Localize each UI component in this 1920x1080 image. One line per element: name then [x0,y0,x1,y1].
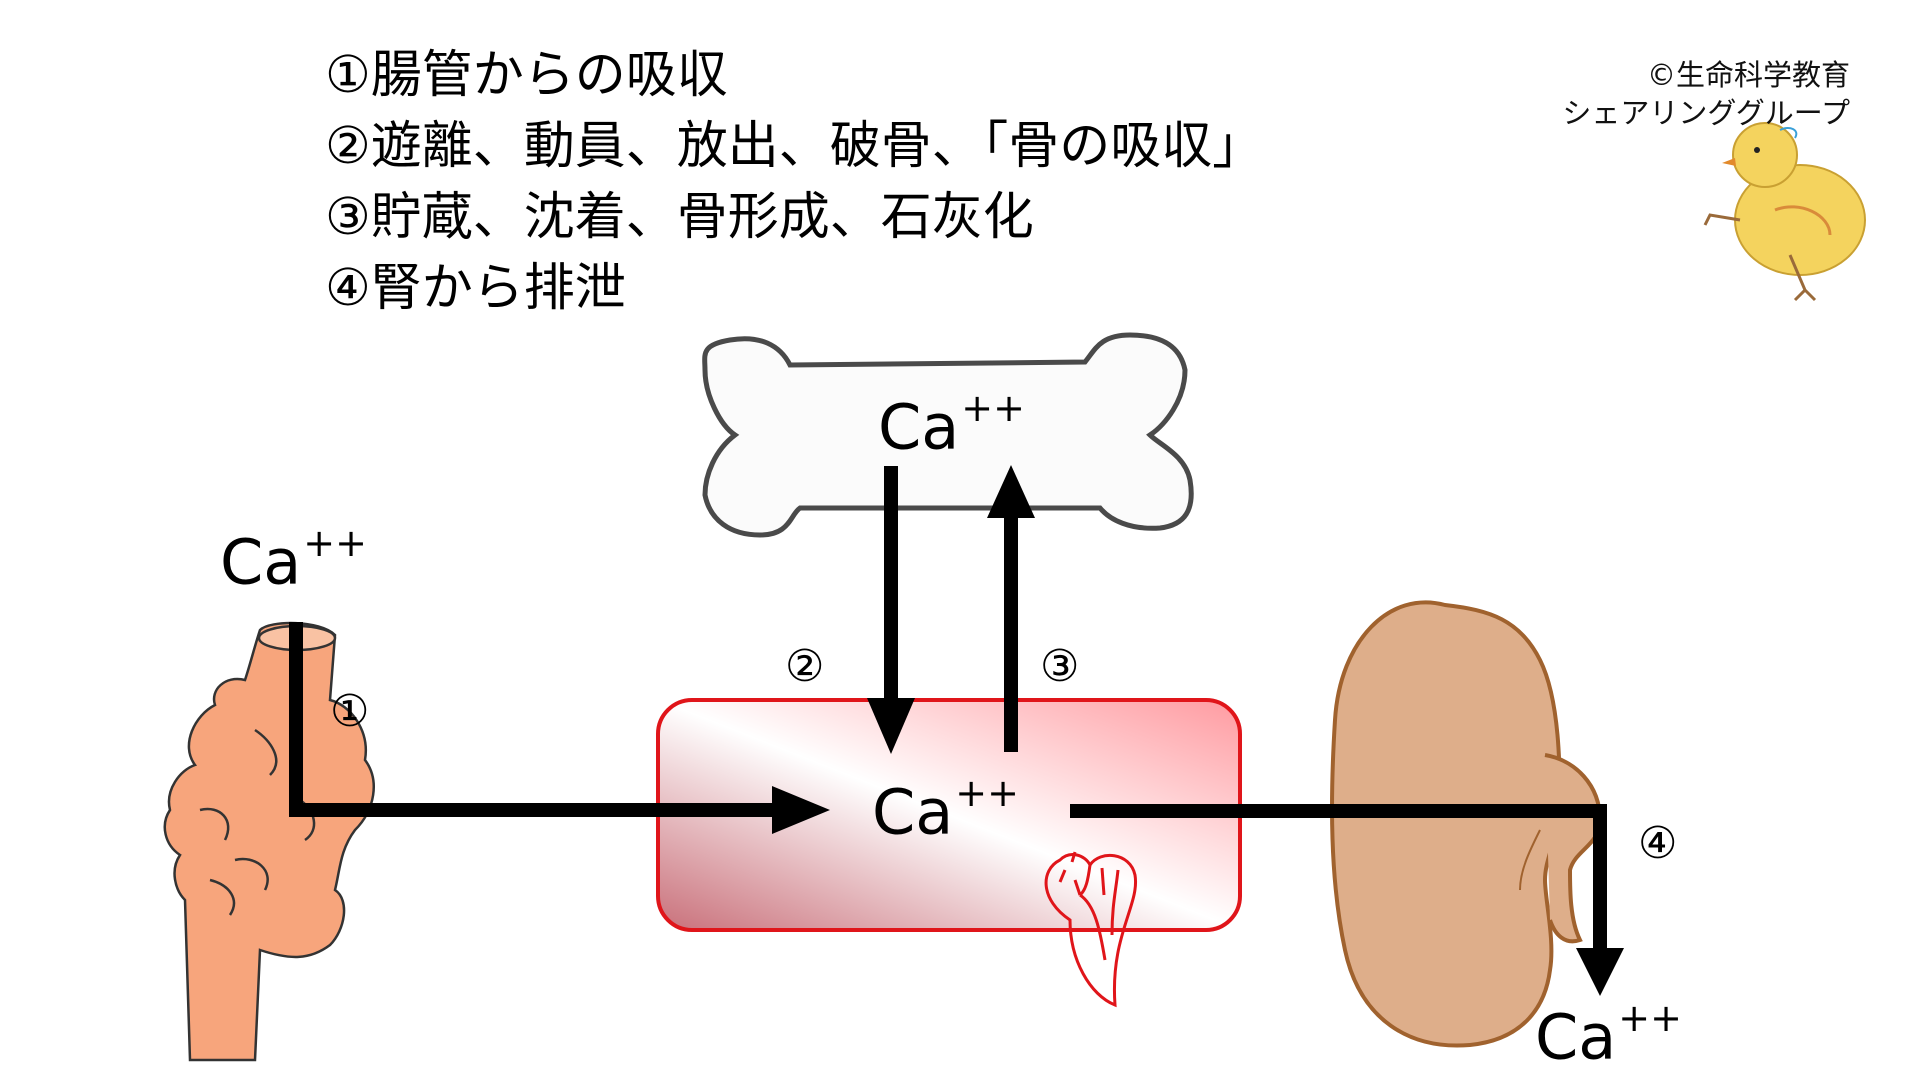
marker-4: ④ [1638,818,1678,869]
deposition-arrow [987,465,1035,752]
heart-icon [1044,851,1138,1008]
chick-icon [1703,122,1866,302]
kidney-shape [1330,600,1603,1048]
legend: ①腸管からの吸収 ②遊離、動員、放出、破骨、「骨の吸収」 ③貯蔵、沈着、骨形成、… [325,40,1425,324]
intestine-shape [163,621,375,1062]
legend-item-deposition: ③貯蔵、沈着、骨形成、石灰化 [325,188,1034,247]
legend-item-excretion: ④腎から排泄 [325,259,626,318]
ca-label-intestine: Ca++ [220,524,367,594]
marker-2: ② [785,641,825,692]
ca-charge: ++ [1618,996,1682,1040]
ca-charge: ++ [955,771,1019,815]
release-arrow [867,466,915,754]
ca-charge: ++ [303,521,367,565]
legend-item-release: ②遊離、動員、放出、破骨、「骨の吸収」 [325,117,1264,176]
ca-charge: ++ [961,386,1025,430]
arrows [289,465,1624,996]
ca-label-blood: Ca++ [872,774,1019,844]
credit: ©生命科学教育 シェアリンググループ [1562,56,1850,132]
credit-line-1: ©生命科学教育 [1646,58,1850,92]
absorption-arrow [289,622,830,834]
ca-label-kidney: Ca++ [1535,999,1682,1069]
legend-item-absorption: ①腸管からの吸収 [325,46,728,105]
marker-3: ③ [1040,641,1080,692]
ca-label-bone: Ca++ [878,389,1025,459]
ca-symbol: Ca [878,390,960,464]
excretion-arrow [1070,804,1624,996]
ca-symbol: Ca [872,775,954,849]
ca-symbol: Ca [220,525,302,599]
credit-line-2: シェアリンググループ [1562,96,1850,130]
bone-shape [702,332,1194,538]
ca-symbol: Ca [1535,1000,1617,1074]
marker-1: ① [330,686,370,737]
